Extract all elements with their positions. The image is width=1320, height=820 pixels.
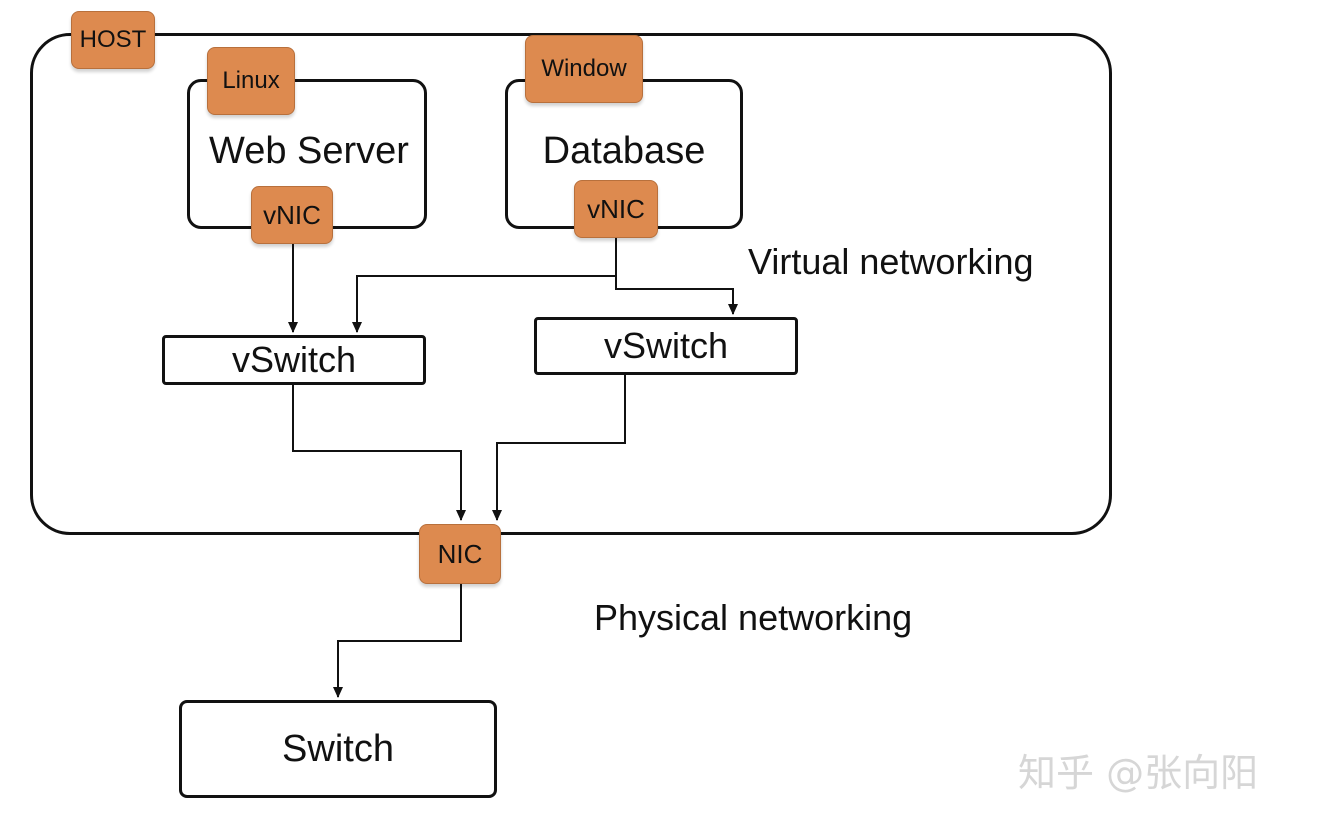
nic-tag: NIC bbox=[419, 524, 501, 584]
arrow-nic-to-switch bbox=[333, 584, 462, 698]
physical-switch: Switch bbox=[179, 700, 497, 798]
arrow-dbvnic-to-left-vswitch bbox=[352, 238, 617, 333]
vswitch-left: vSwitch bbox=[162, 335, 426, 385]
virtual-networking-label: Virtual networking bbox=[748, 241, 1034, 282]
physical-networking-label: Physical networking bbox=[594, 597, 913, 638]
window-os-tag: Window bbox=[525, 35, 643, 103]
arrow-left-vswitch-to-nic bbox=[292, 385, 466, 521]
watermark-text: 知乎 @张向阳 bbox=[1018, 751, 1259, 795]
database-title: Database bbox=[542, 129, 706, 172]
host-tag: HOST bbox=[71, 11, 155, 69]
vswitch-right: vSwitch bbox=[534, 317, 798, 375]
web-server-vnic: vNIC bbox=[251, 186, 333, 244]
database-vnic: vNIC bbox=[574, 180, 658, 238]
web-server-title: Web Server bbox=[209, 129, 409, 172]
linux-os-tag: Linux bbox=[207, 47, 295, 115]
arrow-right-vswitch-to-nic bbox=[492, 375, 626, 521]
arrow-dbvnic-to-right-vswitch bbox=[615, 276, 738, 315]
